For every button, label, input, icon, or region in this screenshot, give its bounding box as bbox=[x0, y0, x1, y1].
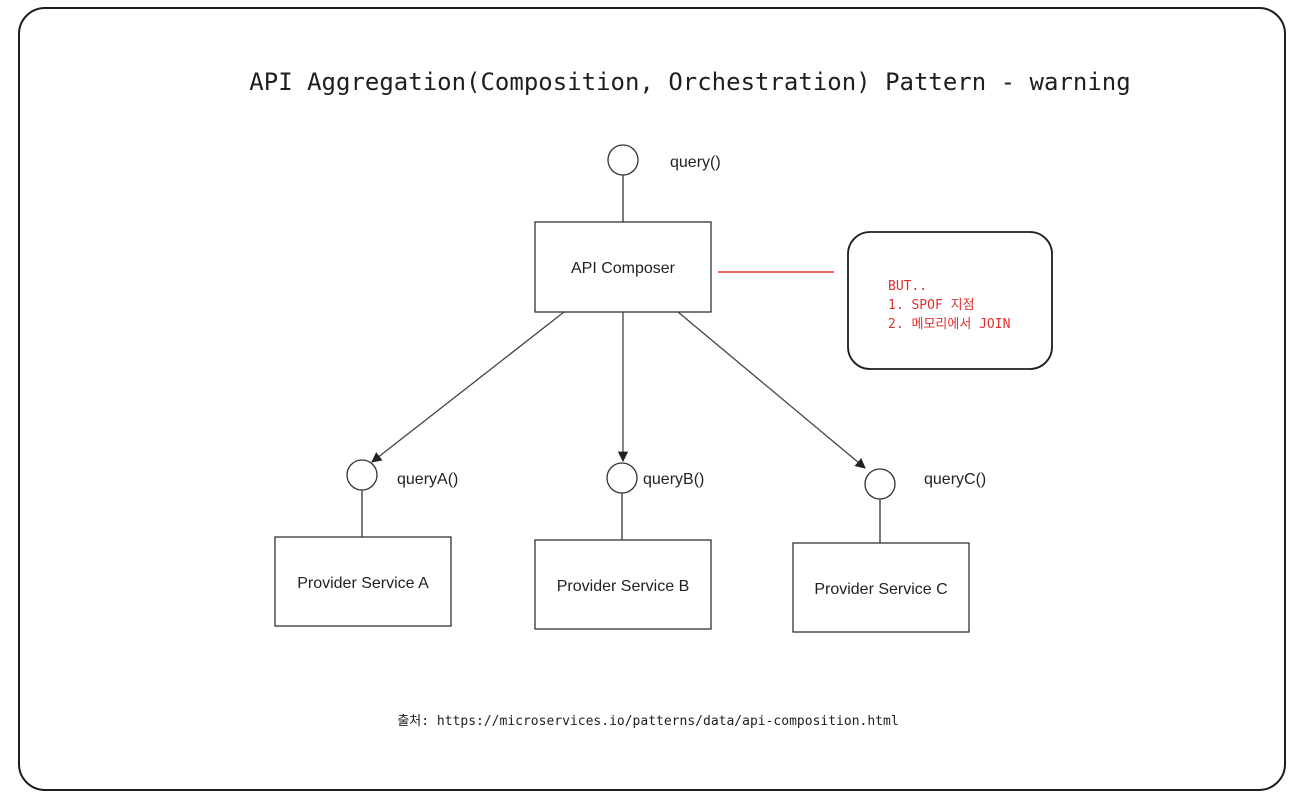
provider-a-interface-circle bbox=[346, 459, 378, 491]
note-line-1: BUT.. bbox=[888, 279, 927, 294]
composer-interface-label: query() bbox=[670, 154, 721, 171]
source-citation: 출처: https://microservices.io/patterns/da… bbox=[397, 714, 898, 729]
arrow-to-provider-c bbox=[677, 311, 866, 469]
note-box bbox=[847, 231, 1053, 370]
provider-c-label: Provider Service C bbox=[814, 581, 947, 598]
api-composer-label: API Composer bbox=[571, 260, 676, 277]
provider-a-box bbox=[274, 536, 452, 627]
arrow-to-provider-a bbox=[371, 311, 565, 463]
note-line-3: 2. 메모리에서 JOIN bbox=[888, 317, 1010, 332]
provider-b-interface-circle bbox=[606, 462, 638, 494]
provider-a-label: Provider Service A bbox=[297, 575, 429, 592]
provider-a-interface-label: queryA() bbox=[397, 471, 458, 488]
outer-frame bbox=[18, 7, 1286, 791]
composer-interface-circle bbox=[607, 144, 639, 176]
note-line-2: 1. SPOF 지점 bbox=[888, 298, 975, 313]
provider-c-interface-circle bbox=[864, 468, 896, 500]
provider-c-interface-label: queryC() bbox=[924, 471, 986, 488]
provider-c-box bbox=[792, 542, 970, 633]
provider-b-box bbox=[534, 539, 712, 630]
diagram-title: API Aggregation(Composition, Orchestrati… bbox=[249, 68, 1130, 96]
provider-b-interface-label: queryB() bbox=[643, 471, 704, 488]
provider-b-label: Provider Service B bbox=[557, 578, 690, 595]
